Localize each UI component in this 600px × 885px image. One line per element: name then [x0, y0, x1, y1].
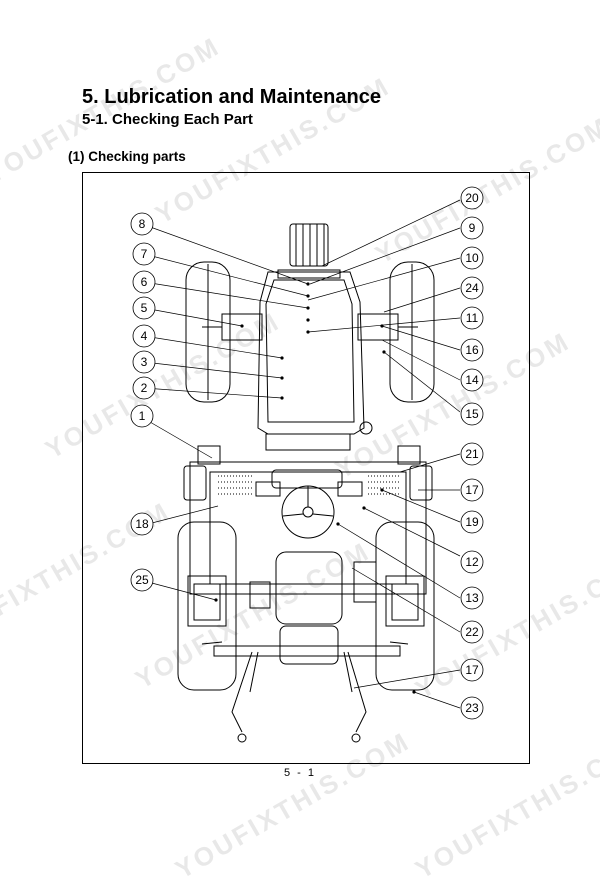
callout-label: 4	[141, 329, 148, 343]
callout-label: 20	[465, 191, 479, 205]
callout-label: 2	[141, 381, 148, 395]
callout-label: 25	[135, 573, 149, 587]
callout-label: 15	[465, 407, 479, 421]
callout-label: 3	[141, 355, 148, 369]
callout-label: 13	[465, 591, 479, 605]
section-heading: (1) Checking parts	[68, 149, 186, 164]
callout-label: 11	[466, 311, 479, 325]
callout-label: 5	[141, 301, 148, 315]
figure-frame	[82, 172, 530, 764]
callout-label: 7	[141, 247, 148, 261]
tractor-top-view-diagram: 8 7 6 5 4 3 2 1 18 25 20 9 10 24 11 16 1…	[130, 186, 484, 743]
page-number: 5 - 1	[283, 767, 316, 779]
callout-label: 16	[465, 343, 479, 357]
callout-label: 8	[139, 217, 146, 231]
callout-label: 17	[465, 663, 479, 677]
callout-label: 12	[465, 555, 479, 569]
callout-label: 24	[465, 281, 479, 295]
callout-label: 17	[465, 483, 479, 497]
callout-label: 9	[469, 221, 476, 235]
callout-label: 6	[141, 275, 148, 289]
callout-label: 1	[139, 409, 146, 423]
callout-label: 10	[465, 251, 479, 265]
page-title: 5. Lubrication and Maintenance	[82, 86, 381, 108]
callout-label: 21	[465, 447, 479, 461]
callout-label: 22	[465, 625, 479, 639]
callout-label: 19	[465, 515, 479, 529]
callout-label: 18	[135, 517, 149, 531]
callout-label: 23	[465, 701, 479, 715]
callout-label: 14	[465, 373, 479, 387]
page-subtitle: 5-1. Checking Each Part	[82, 111, 253, 128]
